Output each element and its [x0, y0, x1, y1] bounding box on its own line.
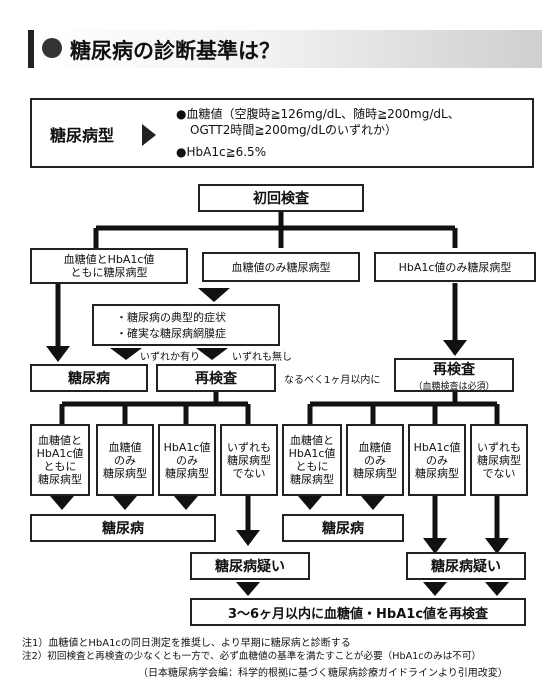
diabetes-box-right: 糖尿病	[282, 514, 404, 542]
result-hba1c-right: HbA1c値 のみ 糖尿病型	[408, 424, 466, 496]
result-glucose-left: 血糖値 のみ 糖尿病型	[96, 424, 154, 496]
result-text: 血糖値と	[290, 434, 334, 447]
result-text: のみ	[114, 453, 136, 467]
branch-glucose-only-box: 血糖値のみ糖尿病型	[202, 252, 360, 282]
criteria-line-2: OGTT2時間≧200mg/dLのいずれか）	[190, 123, 398, 137]
branch-hba1c-only-box: HbA1c値のみ糖尿病型	[374, 252, 536, 282]
note-1: 注1）血糖値とHbA1cの同日測定を推奨し、より早期に糖尿病と診断する	[22, 638, 351, 649]
result-both-right: 血糖値と HbA1c値 ともに 糖尿病型	[282, 424, 342, 496]
page-title: 糖尿病の診断基準は？	[70, 39, 280, 63]
result-text: 糖尿病型	[290, 473, 334, 486]
symptom-1: ・糖尿病の典型的症状	[116, 311, 226, 324]
result-text: HbA1c値	[413, 440, 461, 454]
retest-right-title: 再検査	[433, 361, 475, 378]
retest-box-middle: 再検査	[156, 364, 276, 392]
result-text: HbA1c値	[36, 447, 84, 460]
branch-both-line-2: ともに糖尿病型	[70, 266, 148, 279]
diabetes-box-left: 糖尿病	[30, 514, 216, 542]
result-text: 血糖値	[358, 440, 392, 454]
result-text: 糖尿病型	[103, 466, 147, 480]
result-neither-right: いずれも 糖尿病型 でない	[470, 424, 528, 496]
result-text: ともに	[295, 460, 329, 473]
retest-right-note: （血糖検査は必須）	[413, 381, 495, 392]
result-text: 糖尿病型	[38, 473, 82, 486]
result-text: HbA1c値	[163, 440, 211, 454]
symptom-2: ・確実な糖尿病網膜症	[116, 327, 226, 340]
retest-3-6-months-box: 3〜6ヶ月以内に血糖値・HbA1c値を再検査	[190, 598, 526, 626]
result-text: いずれも	[477, 440, 521, 454]
result-text: 糖尿病型	[227, 453, 271, 467]
either-present-label: いずれか有り	[140, 352, 200, 363]
result-text: 糖尿病型	[165, 466, 209, 480]
result-text: 血糖値	[108, 440, 142, 454]
branch-both-line-1: 血糖値とHbA1c値	[63, 253, 155, 266]
suspected-box-right: 糖尿病疑い	[406, 552, 526, 580]
result-both-left: 血糖値と HbA1c値 ともに 糖尿病型	[30, 424, 90, 496]
bullet-circle-icon	[42, 38, 62, 58]
result-text: 糖尿病型	[353, 466, 397, 480]
source-note: （日本糖尿病学会編：科学的根拠に基づく糖尿病診療ガイドラインより引用改変）	[138, 668, 508, 679]
initial-test-box: 初回検査	[198, 184, 364, 212]
result-text: 血糖値と	[38, 434, 82, 447]
result-neither-left: いずれも 糖尿病型 でない	[220, 424, 278, 496]
result-text: でない	[482, 466, 516, 480]
retest-box-right: 再検査 （血糖検査は必須）	[394, 358, 514, 392]
diabetes-box-top: 糖尿病	[30, 364, 148, 392]
none-present-label: いずれも無し	[232, 352, 292, 363]
result-text: 糖尿病型	[477, 453, 521, 467]
result-hba1c-left: HbA1c値 のみ 糖尿病型	[158, 424, 216, 496]
within-month-label: なるべく1ヶ月以内に	[284, 375, 381, 386]
criteria-line-3: ●HbA1c≧6.5%	[176, 145, 267, 159]
result-text: のみ	[176, 453, 198, 467]
suspected-box-left: 糖尿病疑い	[190, 552, 310, 580]
criteria-line-1: ●血糖値（空腹時≧126mg/dL、随時≧200mg/dL、	[176, 107, 460, 121]
result-text: のみ	[364, 453, 386, 467]
result-text: いずれも	[227, 440, 271, 454]
result-text: のみ	[426, 453, 448, 467]
result-text: HbA1c値	[288, 447, 336, 460]
result-text: でない	[232, 466, 266, 480]
definition-label: 糖尿病型	[50, 126, 115, 145]
symptoms-box: ・糖尿病の典型的症状 ・確実な糖尿病網膜症	[92, 304, 280, 346]
triangle-right-icon	[142, 124, 156, 146]
note-2: 注2）初回検査と再検査の少なくとも一方で、必ず血糖値の基準を満たすことが必要（H…	[22, 651, 482, 662]
page-header: 糖尿病の診断基準は？	[28, 30, 542, 68]
result-glucose-right: 血糖値 のみ 糖尿病型	[346, 424, 404, 496]
result-text: ともに	[43, 460, 77, 473]
definition-box: 糖尿病型 ●血糖値（空腹時≧126mg/dL、随時≧200mg/dL、 OGTT…	[30, 98, 534, 168]
branch-both-box: 血糖値とHbA1c値 ともに糖尿病型	[30, 248, 188, 284]
result-text: 糖尿病型	[415, 466, 459, 480]
